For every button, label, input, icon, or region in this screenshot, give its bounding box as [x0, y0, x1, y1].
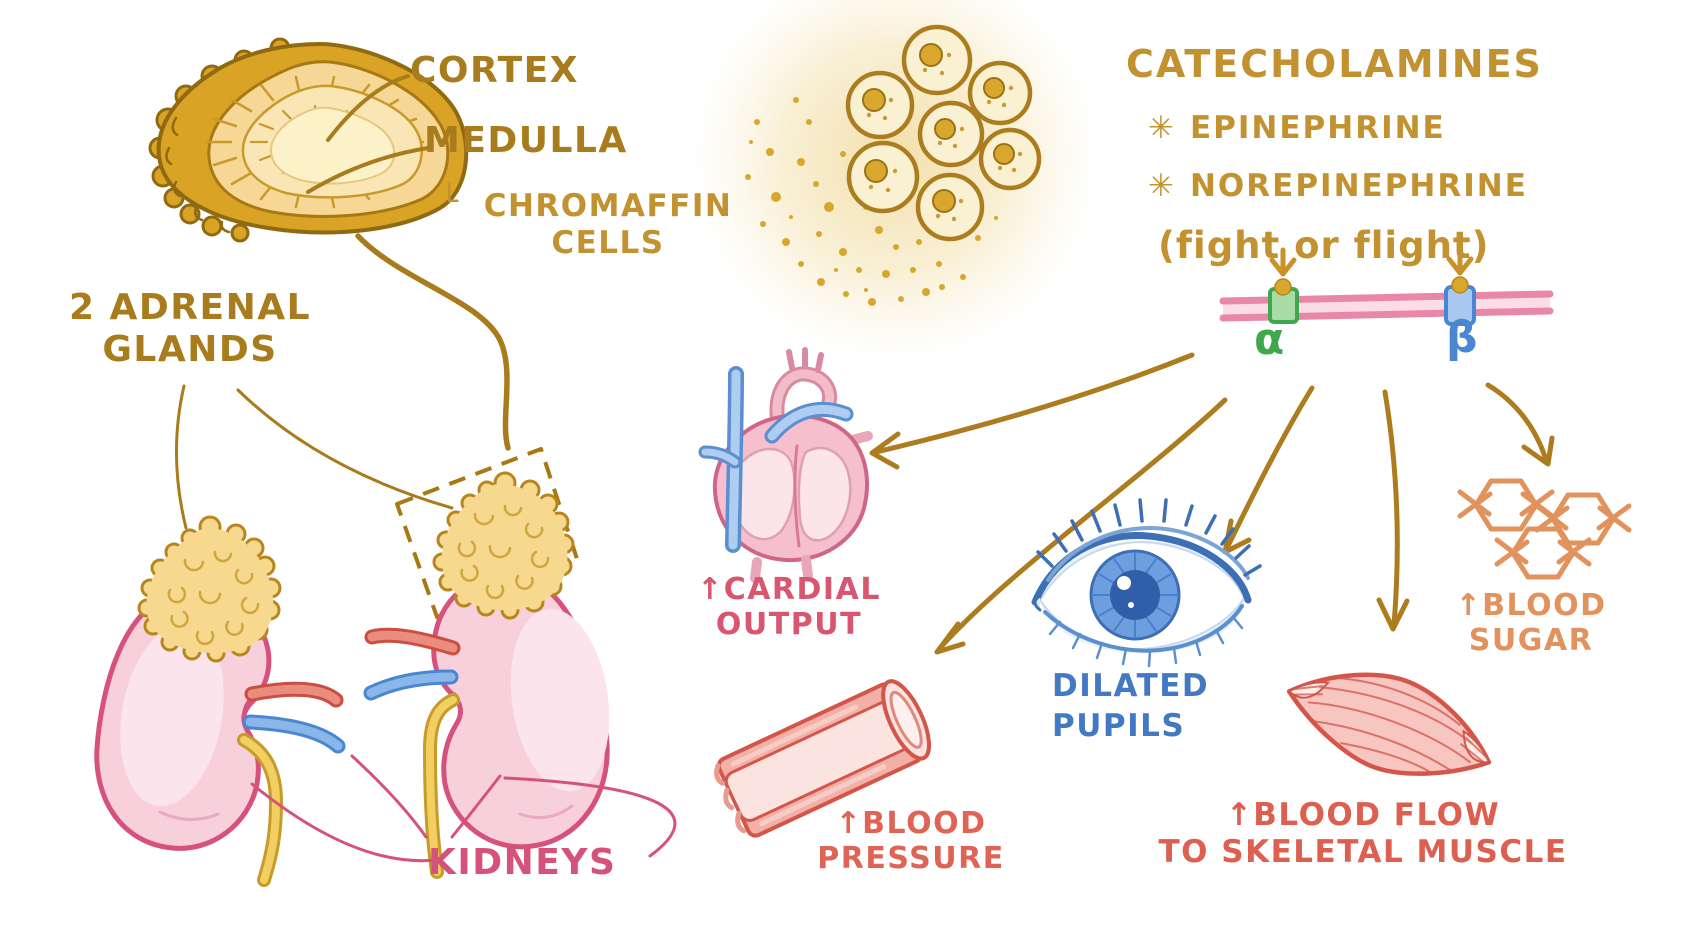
right-kidney-icon — [363, 572, 610, 879]
norepinephrine-item: ✳ NOREPINEPHRINE — [1148, 168, 1528, 204]
pupil-icon — [1110, 570, 1160, 620]
gland-zoom-connector-line — [355, 233, 511, 451]
down-arrow-icon — [1269, 247, 1297, 277]
arrow-to-eye-icon — [1224, 385, 1315, 551]
arrow-to-vessel-icon — [937, 397, 1228, 651]
asterisk-bullet-icon: ✳ — [1148, 168, 1176, 204]
cell-speckles — [866, 52, 1023, 222]
adrenal-label-pointer-right — [236, 388, 454, 510]
renal-artery-icon — [247, 684, 341, 705]
lower-eyelid — [1043, 604, 1244, 653]
right-adrenal-gland-icon — [432, 471, 575, 620]
epinephrine-label: EPINEPHRINE — [1189, 110, 1446, 146]
left-adrenal-gland-icon — [137, 515, 282, 663]
down-arrow-icon — [1446, 246, 1474, 276]
secreted-granule-dots — [745, 97, 998, 306]
alpha-receptor-icon — [1268, 247, 1299, 324]
norepinephrine-label: NOREPINEPHRINE — [1189, 168, 1528, 204]
eyelashes — [1036, 498, 1262, 577]
skeletal-muscle-icon — [1286, 672, 1492, 776]
aorta-icon — [772, 369, 835, 435]
beta-receptor-icon — [1444, 246, 1476, 326]
renal-vein-icon — [366, 672, 456, 698]
kidneys-pointer-lines — [250, 754, 677, 863]
dashed-zoom-box-icon — [395, 447, 580, 619]
renal-artery-icon — [367, 630, 458, 653]
heart-chamber — [797, 446, 852, 542]
arrow-to-heart-icon — [873, 352, 1195, 455]
arrow-to-sugar-icon — [1485, 382, 1549, 463]
pulmonary-artery-icon — [767, 404, 851, 441]
effect-arrows — [869, 352, 1555, 655]
arrow-to-muscle-icon — [1382, 389, 1400, 628]
adrenal-label-pointer-left — [174, 384, 188, 530]
renal-vein-icon — [245, 717, 343, 751]
asterisk-bullet-icon: ✳ — [1148, 110, 1176, 146]
chromaffin-cell-cluster-icon — [690, 0, 1100, 363]
adrenal-gland-cross-section-icon — [148, 37, 469, 243]
right-kidney-vessels — [363, 627, 461, 879]
left-kidney-icon — [94, 590, 346, 887]
cortex-pointer-line — [326, 74, 410, 142]
medulla-pointer-line — [306, 146, 430, 194]
muscle-fibers — [1290, 676, 1490, 773]
glucose-molecules-icon — [1457, 478, 1632, 580]
ligand-dot-icon — [1274, 278, 1292, 296]
blood-vessel-icon — [714, 679, 932, 838]
ligand-dot-icon — [1451, 276, 1469, 294]
pointer-lines — [174, 74, 511, 530]
heart-icon — [698, 347, 873, 583]
cell-nuclei — [862, 43, 1015, 213]
epinephrine-item: ✳ EPINEPHRINE — [1148, 110, 1446, 146]
ureter-icon — [425, 696, 457, 876]
eye-icon — [1031, 498, 1262, 668]
